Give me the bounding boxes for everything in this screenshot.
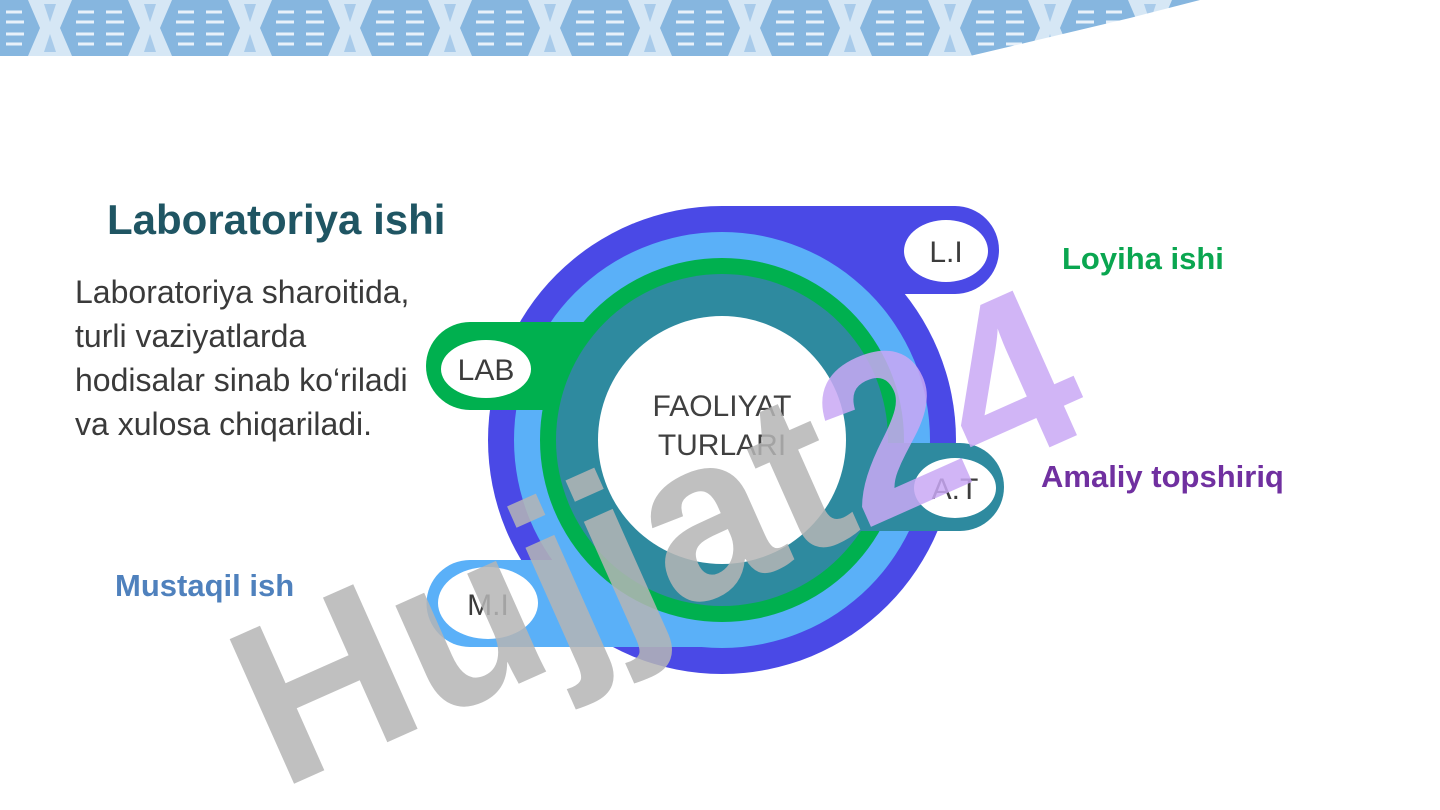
label-loyiha-ishi: Loyiha ishi [1062,241,1224,276]
badge-mi [438,567,538,639]
slide-title: Laboratoriya ishi [107,196,446,243]
center-circle [598,316,846,564]
center-label-line1: FAOLIYAT [653,390,792,423]
badge-lab [441,340,531,398]
badge-lab-label: LAB [458,354,515,387]
ikat-banner [0,0,1200,56]
slide-description: Laboratoriya sharoitida, turli vaziyatla… [75,274,410,442]
center-label-line2: TURLARI [658,429,786,462]
badge-at [914,458,996,518]
badge-mi-label: M.I [467,589,509,622]
label-mustaqil-ish: Mustaqil ish [115,568,295,603]
badge-li [904,220,988,282]
badge-li-label: L.I [929,236,962,269]
badge-at-label: A.T [932,473,979,506]
label-amaliy-topshiriq: Amaliy topshiriq [1041,459,1284,494]
